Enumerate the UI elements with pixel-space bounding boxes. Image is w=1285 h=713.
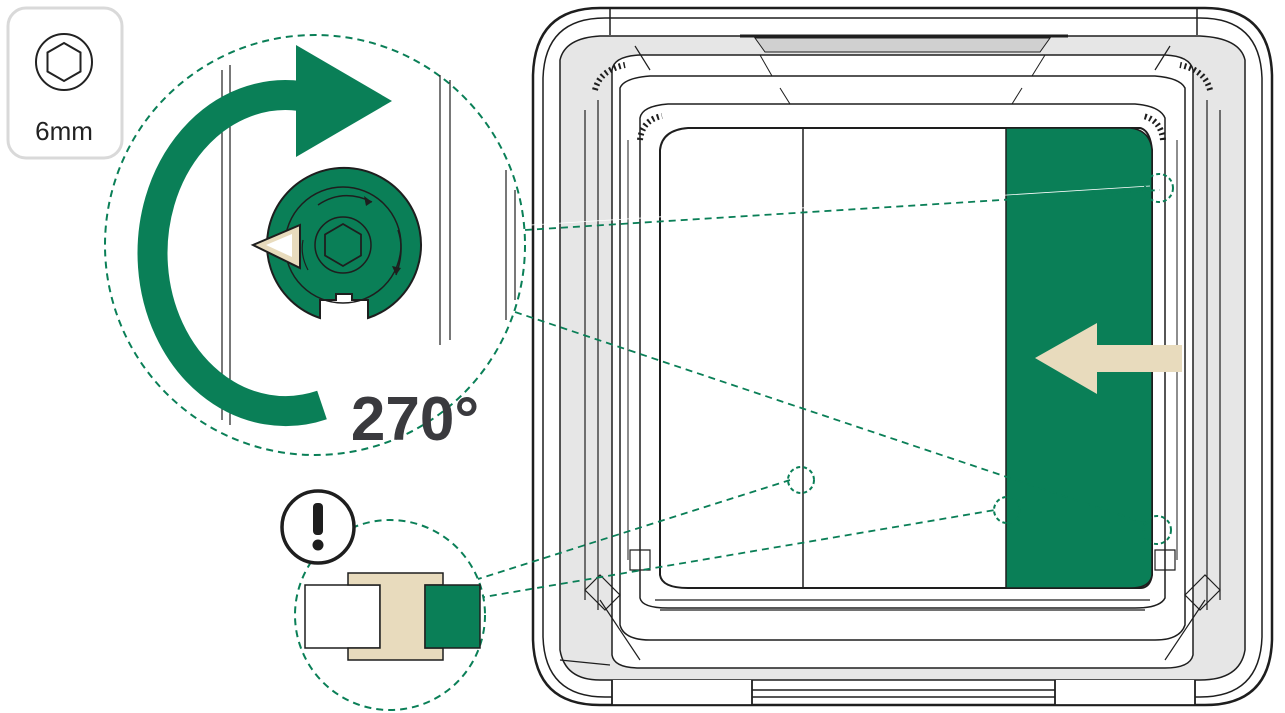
lock-detail-callout: 270° xyxy=(104,34,526,456)
panel-joint xyxy=(304,572,481,661)
detail-marker-top-right xyxy=(1144,173,1174,203)
joint-detail-callout xyxy=(294,519,486,711)
exclamation-icon xyxy=(280,489,356,565)
tool-badge: 6mm xyxy=(6,6,124,160)
rotary-lock-knob xyxy=(266,166,422,320)
slide-left-arrow xyxy=(1035,323,1182,394)
rotation-angle-label: 270° xyxy=(351,385,479,454)
detail-markers xyxy=(787,173,1174,545)
tool-size-label: 6mm xyxy=(35,116,93,146)
detail-marker-bottom-right xyxy=(1142,515,1172,545)
hex-key-icon xyxy=(35,33,93,91)
callout-lines xyxy=(474,185,1161,599)
detail-marker-center-right xyxy=(993,496,1021,524)
rotate-clockwise-icon xyxy=(137,45,392,427)
detail-marker-center-left xyxy=(787,466,815,494)
